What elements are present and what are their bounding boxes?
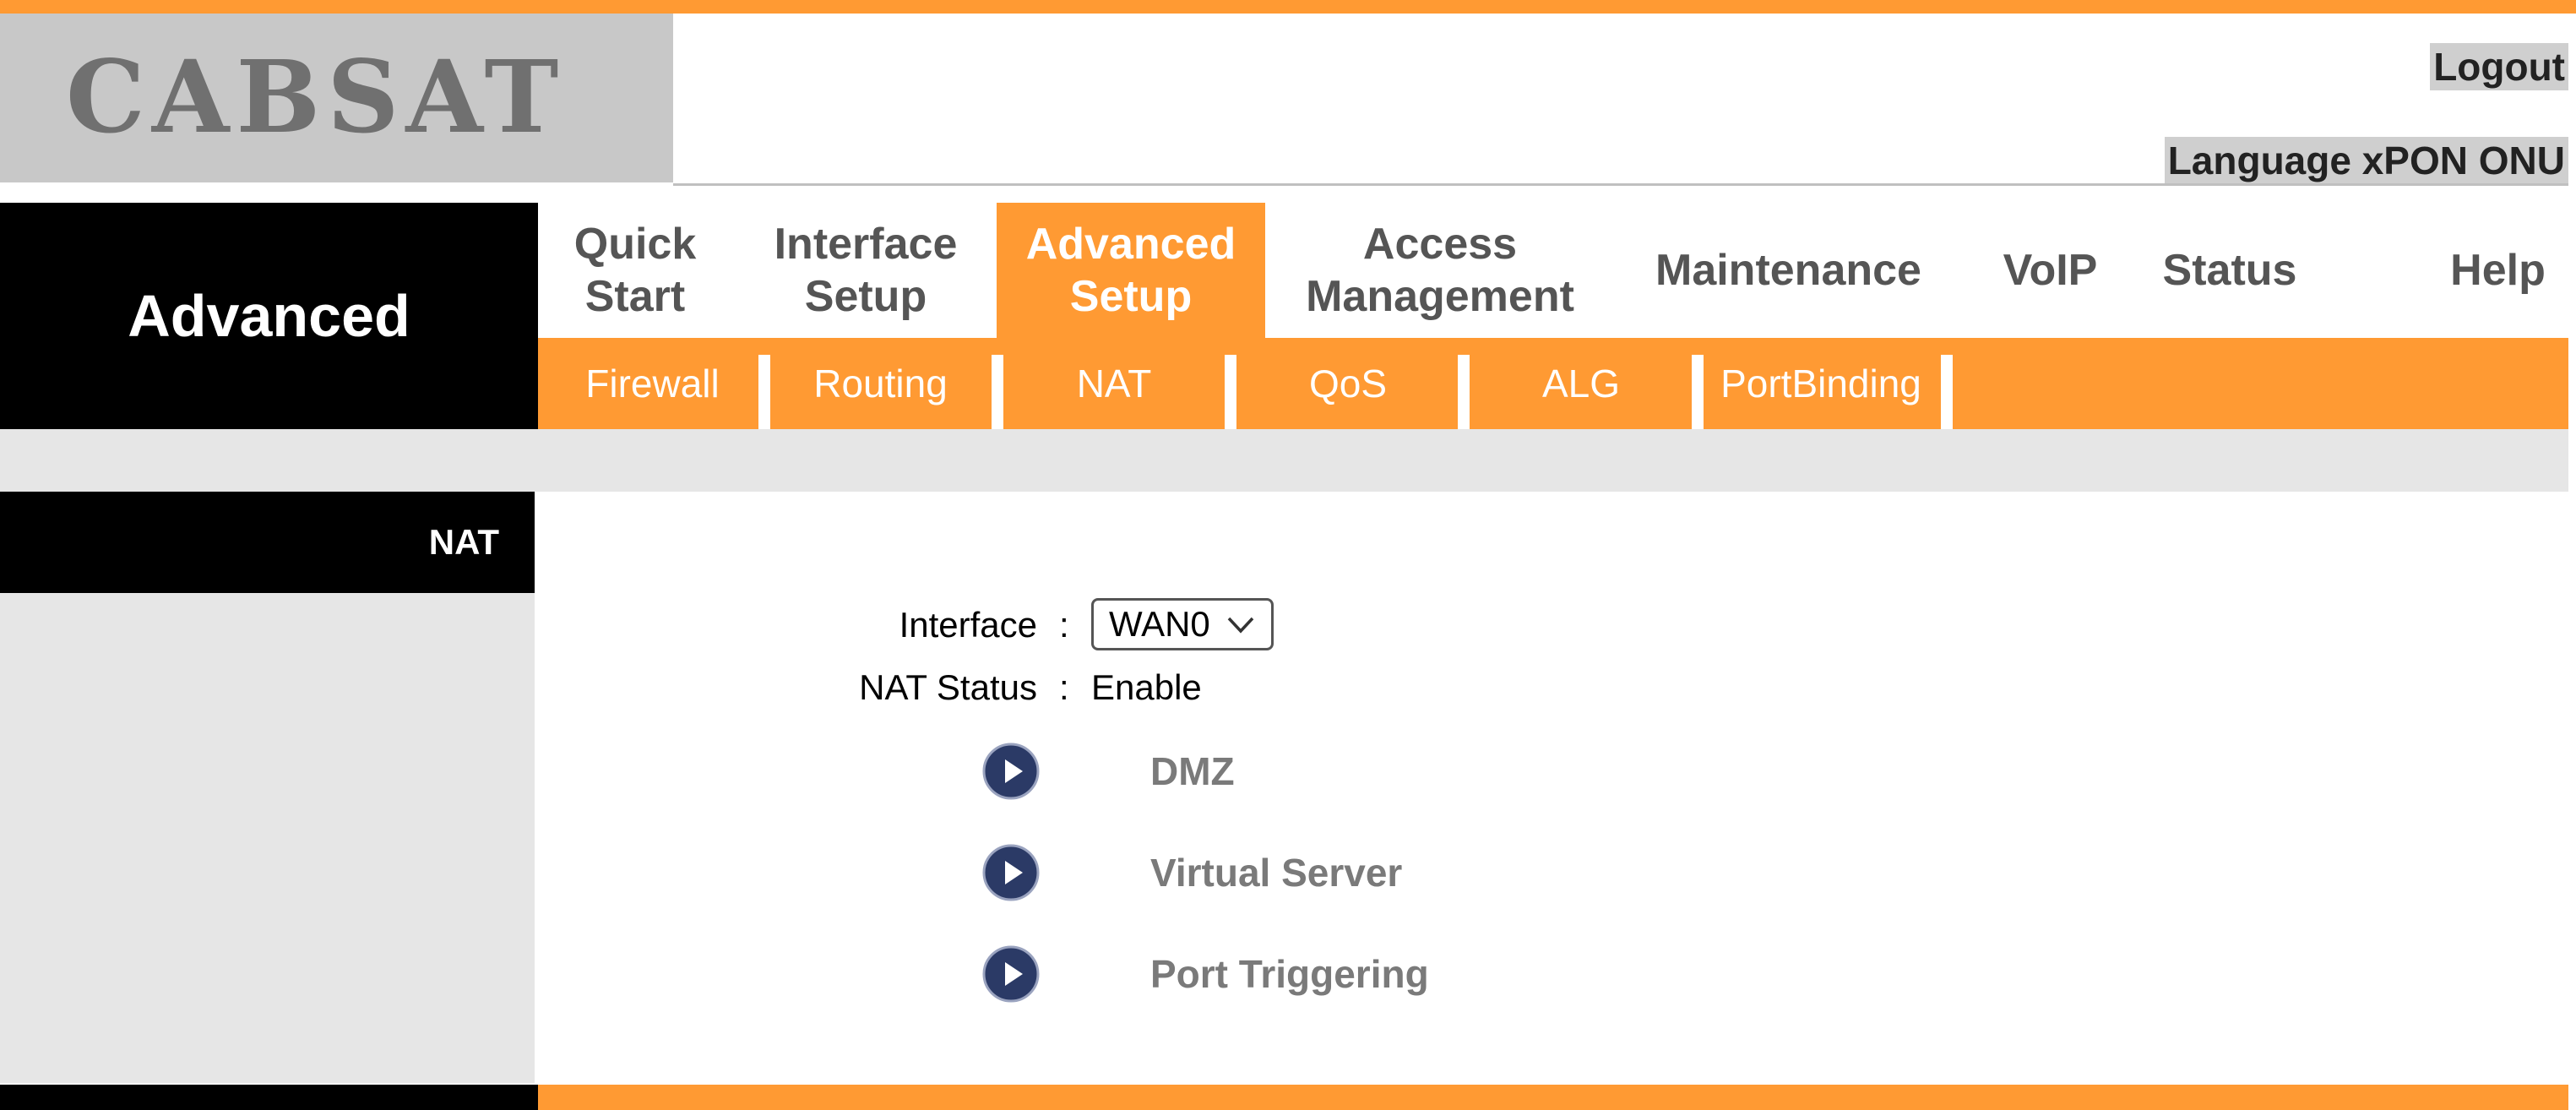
tab-label-line1: Access bbox=[1362, 220, 1518, 269]
tab-label-line1: Maintenance bbox=[1655, 246, 1921, 295]
tab-label-line1: Quick bbox=[573, 220, 697, 269]
link-label: Virtual Server bbox=[1150, 851, 1403, 895]
subtab-separator bbox=[758, 355, 770, 429]
link-label: DMZ bbox=[1150, 749, 1235, 793]
tab-label-line1: Status bbox=[2162, 246, 2297, 295]
tab-label-line1: Interface bbox=[774, 220, 958, 269]
nat-status-value: Enable bbox=[1091, 667, 1202, 707]
section-panel: Advanced bbox=[0, 203, 538, 429]
subtab-separator bbox=[1225, 355, 1236, 429]
interface-select-value: WAN0 bbox=[1109, 604, 1210, 644]
footer-bar-left bbox=[0, 1085, 538, 1110]
subtab-firewall[interactable]: Firewall bbox=[585, 362, 720, 405]
tab-label-line1: VoIP bbox=[2003, 246, 2098, 295]
tab-label-line1: Advanced bbox=[1025, 220, 1236, 269]
chevron-down-icon bbox=[1227, 617, 1254, 634]
tab-voip[interactable]: VoIP bbox=[1981, 203, 2120, 338]
label-colon: : bbox=[1059, 667, 1069, 707]
language-product-label: Language xPON ONU bbox=[2164, 137, 2568, 184]
interface-select[interactable]: WAN0 bbox=[1091, 598, 1274, 650]
link-virtual-server[interactable]: Virtual Server bbox=[981, 843, 1402, 902]
tab-label-line2: Setup bbox=[1069, 272, 1193, 321]
tab-label-line2: Setup bbox=[804, 272, 927, 321]
top-accent-bar bbox=[0, 0, 2576, 14]
play-circle-icon bbox=[982, 743, 1040, 800]
tab-label-line2: Management bbox=[1306, 272, 1574, 321]
tab-maintenance[interactable]: Maintenance bbox=[1622, 203, 1955, 338]
subtab-bar bbox=[538, 338, 2568, 429]
subtab-alg[interactable]: ALG bbox=[1541, 362, 1621, 405]
subtab-qos[interactable]: QoS bbox=[1308, 362, 1388, 405]
current-page-label: NAT bbox=[0, 492, 535, 593]
footer-bar-right bbox=[538, 1085, 2568, 1110]
subtab-separator bbox=[1941, 355, 1953, 429]
nat-status-label: NAT Status bbox=[859, 667, 1037, 707]
subtab-nat[interactable]: NAT bbox=[1076, 362, 1152, 405]
subtab-separator bbox=[992, 355, 1003, 429]
subtab-separator bbox=[1458, 355, 1470, 429]
brand-logo: CABSAT bbox=[66, 38, 566, 155]
play-circle-icon bbox=[982, 945, 1040, 1003]
logo-area: CABSAT bbox=[0, 14, 673, 182]
subtab-routing[interactable]: Routing bbox=[813, 362, 948, 405]
tab-label-line2: Start bbox=[584, 272, 686, 321]
subtab-separator bbox=[1692, 355, 1704, 429]
logout-link[interactable]: Logout bbox=[2430, 43, 2568, 90]
label-colon: : bbox=[1059, 605, 1069, 645]
play-circle-icon bbox=[982, 844, 1040, 901]
section-title: Advanced bbox=[128, 283, 410, 349]
tab-label-line1: Help bbox=[2450, 246, 2546, 295]
tab-status[interactable]: Status bbox=[2141, 203, 2318, 338]
interface-label: Interface bbox=[899, 605, 1037, 645]
subtab-portbinding[interactable]: PortBinding bbox=[1720, 362, 1921, 405]
spacer-band bbox=[0, 429, 2568, 492]
header-divider bbox=[673, 183, 2568, 186]
tab-help[interactable]: Help bbox=[2432, 203, 2563, 338]
link-port-triggering[interactable]: Port Triggering bbox=[981, 944, 1429, 1004]
link-dmz[interactable]: DMZ bbox=[981, 742, 1235, 801]
link-label: Port Triggering bbox=[1150, 952, 1429, 996]
